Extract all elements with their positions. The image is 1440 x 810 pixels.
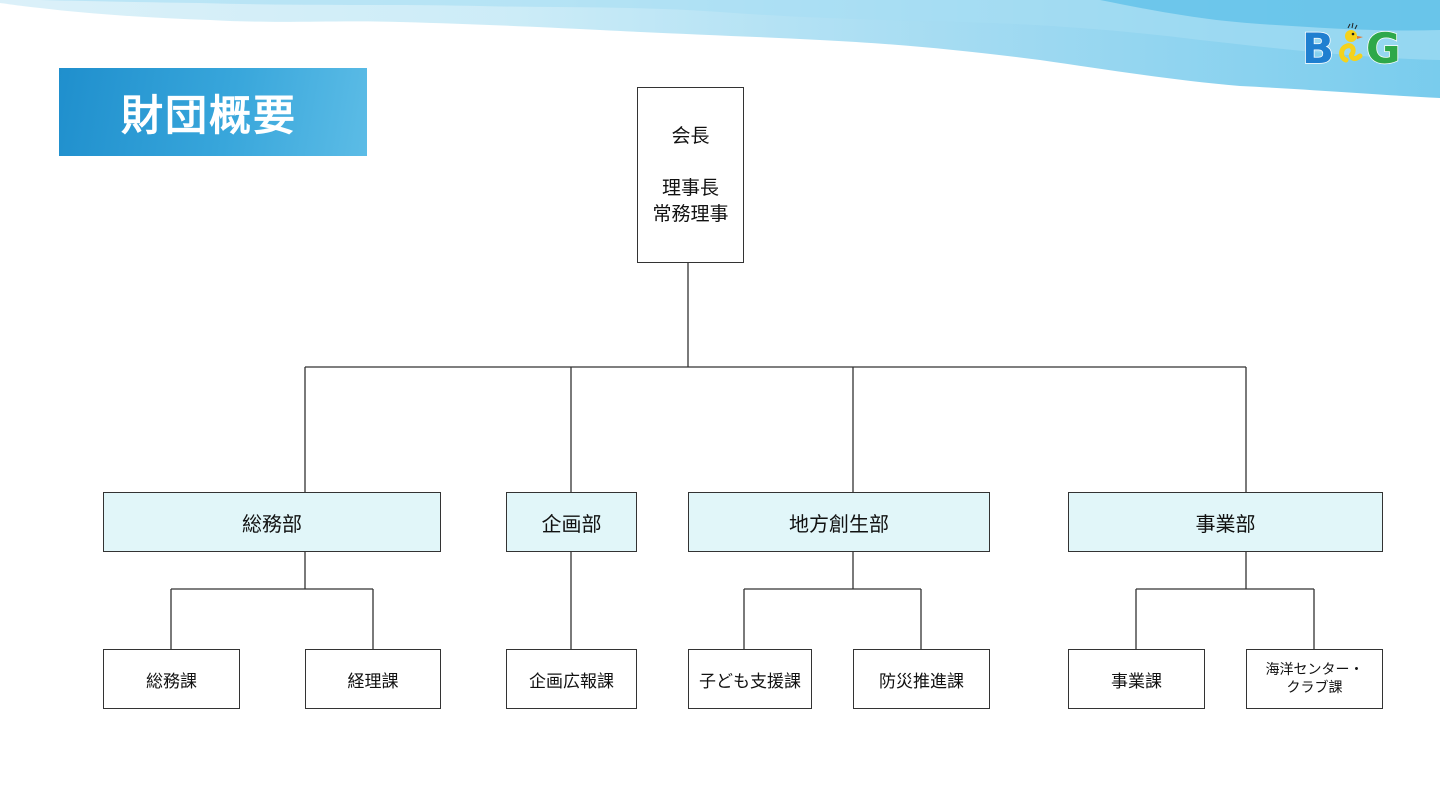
dept-regional-revitalization: 地方創生部 — [688, 492, 990, 552]
dept-label: 総務部 — [242, 511, 302, 536]
dept-label: 企画部 — [541, 511, 602, 536]
section-planning-pr: 企画広報課 — [506, 649, 637, 709]
executive-box: 会長 理事長 常務理事 — [637, 87, 744, 263]
watercolor-header-decoration — [0, 0, 1440, 98]
section-label: 企画広報課 — [529, 671, 614, 692]
section-child-support: 子ども支援課 — [688, 649, 812, 709]
bg-logo: B G — [1301, 22, 1401, 70]
section-label: 子ども支援課 — [699, 671, 801, 692]
section-label: 海洋センター・ クラブ課 — [1265, 662, 1364, 696]
svg-text:B: B — [1302, 24, 1334, 70]
section-operations: 事業課 — [1068, 649, 1205, 709]
section-marine-center-club: 海洋センター・ クラブ課 — [1246, 649, 1383, 709]
svg-text:G: G — [1366, 24, 1400, 70]
section-label: 防災推進課 — [879, 671, 964, 692]
section-general-affairs: 総務課 — [103, 649, 240, 709]
page-title-banner: 財団概要 — [59, 68, 367, 156]
executive-director-label: 常務理事 — [652, 203, 729, 225]
dept-planning: 企画部 — [506, 492, 637, 552]
section-label: 経理課 — [347, 671, 399, 692]
dept-label: 事業部 — [1195, 511, 1256, 536]
section-accounting: 経理課 — [305, 649, 441, 709]
director-label: 理事長 — [661, 177, 719, 199]
dept-general-affairs: 総務部 — [103, 492, 441, 552]
chairman-label: 会長 — [671, 125, 710, 147]
section-label: 事業課 — [1111, 671, 1162, 692]
section-disaster-prevention: 防災推進課 — [853, 649, 990, 709]
page-title: 財団概要 — [120, 90, 297, 140]
section-label: 総務課 — [146, 671, 197, 692]
dept-label: 地方創生部 — [789, 511, 889, 536]
dept-operations: 事業部 — [1068, 492, 1383, 552]
